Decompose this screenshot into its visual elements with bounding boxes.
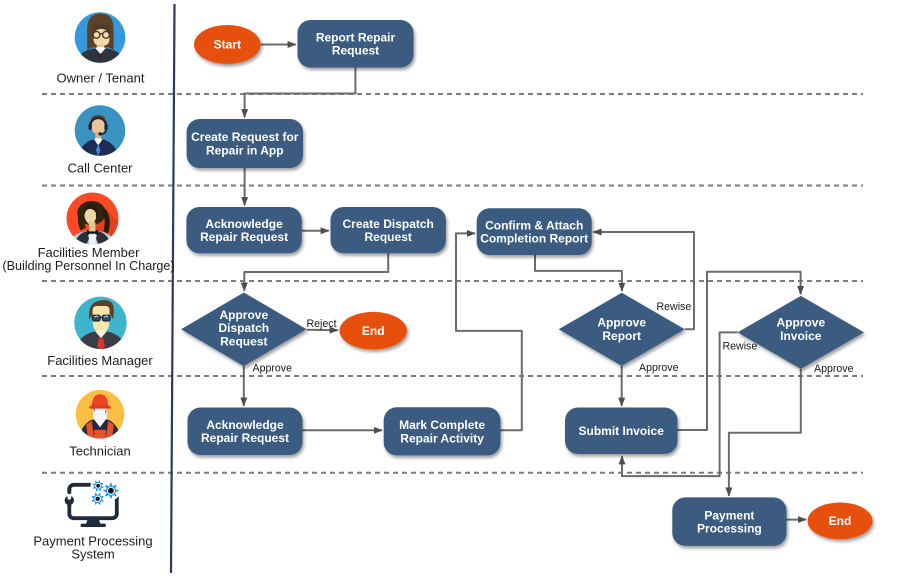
svg-text:Start: Start (214, 38, 241, 52)
svg-text:Approve: Approve (639, 362, 679, 374)
svg-text:Reject: Reject (307, 318, 337, 330)
svg-text:Call Center: Call Center (67, 161, 133, 176)
svg-text:Approve: Approve (814, 363, 854, 375)
svg-text:Payment Processing: Payment Processing (33, 534, 152, 549)
svg-text:Owner / Tenant: Owner / Tenant (57, 71, 145, 86)
svg-text:Facilities Member: Facilities Member (38, 245, 141, 260)
svg-text:(Building Personnel In Charge): (Building Personnel In Charge) (2, 259, 174, 273)
svg-text:End: End (362, 324, 385, 338)
svg-text:Technician: Technician (69, 444, 130, 459)
svg-text:Facilities Manager: Facilities Manager (47, 353, 153, 368)
svg-text:Approve: Approve (253, 363, 293, 375)
svg-text:Rewise: Rewise (657, 301, 692, 313)
svg-text:Rewise: Rewise (723, 341, 758, 353)
svg-text:Submit Invoice: Submit Invoice (579, 424, 665, 438)
svg-text:End: End (829, 514, 852, 528)
svg-text:System: System (71, 547, 114, 562)
